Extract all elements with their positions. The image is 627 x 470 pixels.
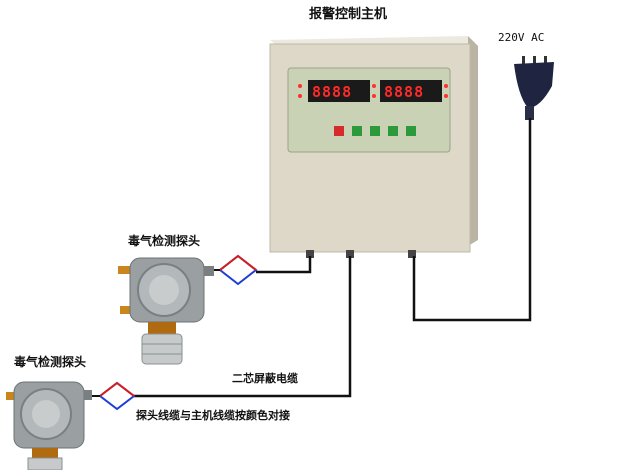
probe-1-label: 毒气检测探头 [128,234,201,248]
indicator-led [298,84,302,88]
probe-neck [32,448,58,458]
controller-title: 报警控制主机 [309,7,388,22]
cable-gland [306,250,314,258]
cable-label: 二芯屏蔽电缆 [232,372,298,385]
gas-probe-1 [118,257,214,365]
terminal-connector-1 [210,254,258,286]
indicator-led [444,84,448,88]
plug-prong [544,56,547,66]
probe-cover-inner [32,400,60,428]
probe-cover-inner [149,275,179,305]
probe-neck [148,322,176,334]
plug-prong [533,56,536,66]
up-button[interactable] [388,126,398,136]
ok-button[interactable] [370,126,380,136]
display-right-digits: 8888 [384,83,424,101]
cable-gland [346,250,354,258]
probe-sensor [27,457,63,470]
indicator-led [372,94,376,98]
left-button[interactable] [352,126,362,136]
plug-strain-relief [525,106,534,120]
plug-body [514,62,554,108]
power-plug [514,56,554,120]
cable-gland [408,250,416,258]
terminal-connector-2 [86,381,136,411]
alarm-controller: 8888 8888 [269,36,478,258]
plug-prong [522,56,525,66]
probe1-wire [256,256,312,274]
probe-bracket [120,306,138,314]
reset-button[interactable] [334,126,344,136]
probe-side-port [84,390,92,400]
probe-side-port [204,266,214,276]
indicator-led [444,94,448,98]
power-label: 220V AC [498,31,545,44]
probe-sensor [141,333,183,365]
indicator-led [298,94,302,98]
display-left-digits: 8888 [312,83,352,101]
display-right [380,80,442,102]
probe2-wire [134,256,352,398]
probe-2-label: 毒气检测探头 [14,355,87,369]
wires [134,118,532,398]
power-wire [412,118,532,322]
connection-note: 探头线缆与主机线缆按颜色对接 [136,409,290,422]
down-button[interactable] [406,126,416,136]
display-left [308,80,370,102]
indicator-led [372,84,376,88]
probe-bracket [118,266,136,274]
gas-probe-2 [6,381,92,470]
